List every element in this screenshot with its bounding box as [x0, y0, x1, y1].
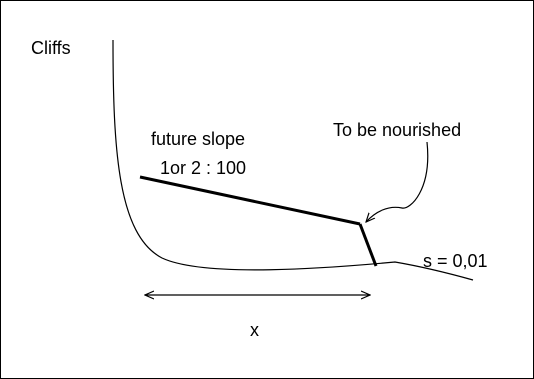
- cliff-profile-curve: [112, 39, 474, 281]
- slope-ratio-label: 1or 2 : 100: [160, 158, 246, 178]
- nourishment-toe-line: [358, 223, 378, 267]
- future-slope-label: future slope: [151, 129, 245, 149]
- width-label: x: [250, 320, 259, 340]
- seabed-slope-label: s = 0,01: [423, 251, 488, 271]
- future-slope-line: [139, 175, 361, 226]
- to-be-nourished-label: To be nourished: [333, 120, 461, 140]
- cliffs-label: Cliffs: [31, 38, 71, 58]
- nourished-pointer-curve: [366, 141, 429, 222]
